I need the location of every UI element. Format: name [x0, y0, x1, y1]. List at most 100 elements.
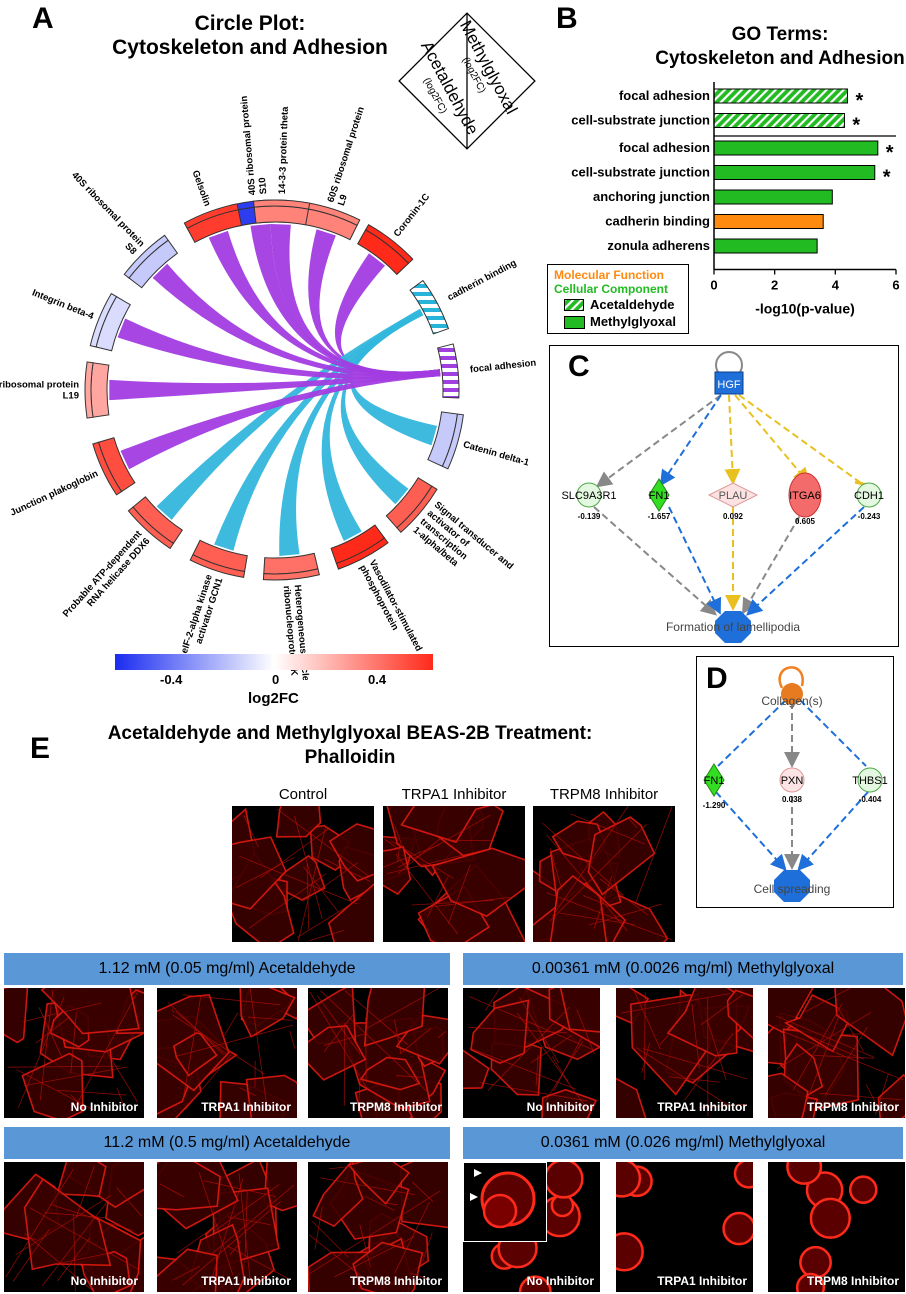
hatch-swatch — [564, 299, 584, 311]
protein-label: eIF-2-alpha kinaseactivator GCN1 — [179, 572, 226, 658]
significance-star: * — [886, 142, 894, 164]
protein-arc-outer — [183, 203, 239, 229]
svg-text:-0.404: -0.404 — [859, 795, 882, 804]
svg-text:0.092: 0.092 — [723, 512, 744, 521]
protein-arc-outer — [92, 441, 123, 496]
protein-label: Signal transducer andactivator oftranscr… — [411, 500, 516, 598]
micrograph-label: TRPM8 Inhibitor — [807, 1274, 899, 1288]
go-bar — [713, 113, 845, 128]
protein-arc — [90, 362, 110, 418]
protein-arc — [437, 343, 460, 399]
go-bar — [713, 189, 833, 205]
colorbar — [115, 654, 433, 670]
go-bar — [713, 88, 848, 104]
trpm8-control-label: TRPM8 Inhibitor — [549, 786, 659, 803]
panel-label-a: A — [32, 2, 54, 35]
collagen-node — [781, 683, 803, 705]
svg-text:-1.290: -1.290 — [703, 801, 726, 810]
go-bar — [713, 165, 876, 180]
chord-ribbon — [208, 230, 441, 378]
x-tick-label: 6 — [892, 278, 899, 293]
circle-legend: Methylglyoxal (log2FC) Acetaldehyde (log… — [398, 12, 536, 150]
micrograph-label: TRPA1 Inhibitor — [657, 1100, 747, 1114]
x-tick-label: 0 — [710, 278, 717, 293]
protein-arc — [253, 205, 310, 226]
go-term-label: zonula adherens — [607, 238, 710, 253]
chord-ribbon — [214, 309, 424, 551]
protein-label: Vasodilator-stimulatedphosphoprotein — [357, 558, 424, 658]
colorbar-tick: 0 — [272, 672, 280, 687]
go-legend: Molecular Function Cellular Component Ac… — [547, 264, 689, 334]
protein-label: 40S ribosomal proteinS10 — [239, 94, 270, 196]
banner-mgo-high: 0.0361 mM (0.026 mg/ml) Methylglyoxal — [463, 1127, 903, 1159]
micrograph-acet: TRPM8 Inhibitor — [308, 1162, 448, 1292]
legend-acetaldehyde: Acetaldehyde — [590, 297, 675, 312]
svg-text:THBS1: THBS1 — [852, 775, 887, 787]
protein-label: 40S ribosomal proteinS8 — [61, 170, 146, 257]
svg-text:FN1: FN1 — [649, 490, 670, 502]
chord-ribbon — [308, 229, 441, 378]
itga6-node — [788, 472, 822, 518]
legend-mf: Molecular Function — [554, 268, 665, 282]
panel-label-b: B — [556, 2, 578, 35]
protein-arc-outer — [335, 537, 389, 570]
protein-arc-outer — [441, 413, 464, 470]
go-term-label: focal adhesion — [619, 140, 710, 155]
chart-title: GO Terms:Cytoskeleton and Adhesion — [655, 24, 905, 69]
trpa1-control-label: TRPA1 Inhibitor — [401, 786, 507, 803]
inset-zoom — [463, 1162, 547, 1242]
protein-arc-outer — [262, 568, 320, 581]
svg-text:Collagen(s): Collagen(s) — [761, 694, 822, 708]
micrograph-acet: No Inhibitor — [4, 988, 144, 1118]
svg-text:CDH1: CDH1 — [854, 490, 884, 502]
protein-arc-outer — [396, 485, 438, 534]
chord-ribbon — [120, 369, 441, 470]
micrograph-acet: TRPA1 Inhibitor — [157, 1162, 297, 1292]
micrograph-label: TRPM8 Inhibitor — [350, 1100, 442, 1114]
colorbar-tick: 0.4 — [368, 672, 387, 687]
micrograph-label: TRPA1 Inhibitor — [201, 1100, 291, 1114]
chord-ribbon — [334, 253, 441, 378]
chord-ribbon — [279, 309, 424, 556]
thbs1-node — [857, 767, 883, 793]
chord-ribbon — [109, 369, 441, 401]
go-term-label: cell-substrate junction — [571, 165, 710, 180]
protein-label: Gelsolin — [190, 169, 213, 208]
micrograph-label: No Inhibitor — [70, 1100, 138, 1114]
svg-text:-1.657: -1.657 — [648, 512, 671, 521]
go-term-label: anchoring junction — [593, 189, 710, 204]
banner-mgo-low: 0.00361 mM (0.0026 mg/ml) Methylglyoxal — [463, 953, 903, 985]
panel-label-e: E — [30, 732, 51, 765]
control-label: Control — [278, 786, 328, 803]
protein-label: cadherin binding — [446, 258, 519, 304]
micrograph-mgo: TRPM8 Inhibitor — [768, 988, 905, 1118]
panel-label-c: C — [568, 350, 590, 383]
micrograph-acet: TRPM8 Inhibitor — [308, 988, 448, 1118]
protein-arc-outer — [252, 199, 311, 210]
protein-label: Catenin delta-1 — [462, 439, 531, 469]
significance-star: * — [852, 115, 860, 137]
protein-arc-outer — [304, 202, 361, 227]
chord-ribbon — [270, 224, 441, 378]
protein-arc-outer — [127, 506, 175, 550]
significance-star: * — [855, 90, 863, 112]
legend-methylglyoxal: Methylglyoxal — [590, 314, 676, 329]
protein-arc-outer — [123, 234, 169, 279]
protein-label: Integrin beta-4 — [30, 287, 95, 322]
chord-ribbon — [250, 224, 441, 378]
svg-text:Cell spreading: Cell spreading — [754, 882, 831, 896]
micrograph-mgo: TRPA1 Inhibitor — [616, 1162, 753, 1292]
protein-label: focal adhesion — [469, 358, 536, 376]
svg-text:FN1: FN1 — [704, 775, 725, 787]
panel-label-d: D — [706, 662, 728, 695]
x-tick-label: 4 — [832, 278, 840, 293]
micrograph-trpm8-control — [533, 806, 675, 942]
colorbar-label: log2FC — [248, 690, 299, 707]
svg-text:-0.139: -0.139 — [578, 512, 601, 521]
protein-arc-outer — [364, 223, 414, 265]
go-bar — [713, 214, 824, 229]
micrograph-trpa1-control — [383, 806, 525, 942]
protein-label: Coronin-1C — [392, 192, 433, 240]
fn1-node — [648, 478, 670, 512]
go-terms-chart: GO Terms:Cytoskeleton and Adhesion focal … — [571, 24, 905, 317]
